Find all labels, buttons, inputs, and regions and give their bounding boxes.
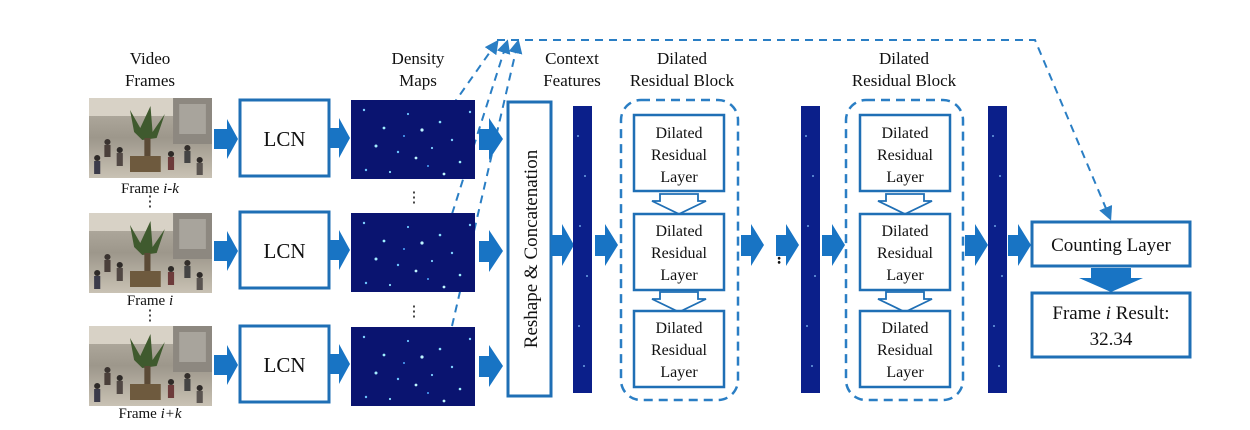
lcn-label-3: LCN [264,353,306,377]
dilated-block-2 [844,98,965,402]
block1-layer1-line1: Dilated [655,125,702,142]
block2-down-arrow-1 [877,193,933,215]
vertical-dots-frames-2: ⋮ [143,308,158,324]
arrow-frame-to-lcn-1 [214,119,238,159]
frame-i-label: Frame i [127,293,173,309]
video-frame-i [89,213,212,293]
arrow-context-to-block1 [595,224,618,266]
density-maps-heading-line2: Maps [399,71,437,90]
block1-down-arrow-1 [651,193,707,215]
arrow-block2-to-feature3 [965,224,988,266]
block2-layer2-line2: Residual [877,245,934,262]
block2-layer1-line2: Residual [877,147,934,164]
arrow-frame-to-lcn-3 [214,345,238,385]
lcn-box-3 [238,324,331,404]
block1-layer2-line3: Layer [660,267,698,284]
dilated-block2-heading-line2: Residual Block [852,71,957,90]
block1-layer1-line3: Layer [660,169,698,186]
block2-layer3-line3: Layer [886,364,924,381]
arrow-dots-to-feature2 [776,224,799,266]
dilated-block1-heading-line2: Residual Block [630,71,735,90]
density-map-ipk [351,327,475,406]
result-box [1030,291,1192,359]
arrow-density-to-reshape-2 [479,230,503,272]
block1-layer3-line3: Layer [660,364,698,381]
arrow-lcn-to-density-3 [330,344,350,384]
block2-layer3-line2: Residual [877,342,934,359]
block1-layer3-line1: Dilated [655,320,702,337]
arrow-lcn-to-density-1 [330,118,350,158]
block1-layer3-box [632,309,726,389]
dilated-block1-heading-line1: Dilated [657,49,708,68]
block1-layer3-line2: Residual [651,342,708,359]
density-maps-heading-line1: Density [392,49,445,68]
arrow-block1-to-dots [741,224,764,266]
block1-layer2-line2: Residual [651,245,708,262]
counting-layer-label: Counting Layer [1051,235,1171,256]
block2-layer2-line1: Dilated [881,223,928,240]
output-feature-bar [988,106,1007,393]
video-frame-ik [89,98,212,178]
lcn-box-2 [238,210,331,290]
video-frame-ipk [89,326,212,406]
vertical-dots-frames-1: ⋮ [143,194,158,210]
arrow-feature3-to-counting [1008,224,1031,266]
dashed-skip-connector [497,39,1113,221]
result-title: Frame i Result: [1052,303,1169,324]
arrow-density-to-reshape-3 [479,345,503,387]
arrow-counting-to-result [1079,268,1143,292]
arrow-density-to-reshape-1 [479,118,503,160]
vertical-dots-density-2: ⋮ [407,304,422,320]
intermediate-feature-bar [801,106,820,393]
dashed-skip-frame-i [451,39,511,215]
lcn-box-1 [238,98,331,178]
context-features-heading-line1: Context [545,49,599,68]
block1-layer2-line1: Dilated [655,223,702,240]
lcn-label-1: LCN [264,127,306,151]
block1-down-arrow-2 [651,291,707,313]
video-frames-heading-line2: Frames [125,71,175,90]
block2-layer3-line1: Dilated [881,320,928,337]
dilated-block2-heading-line1: Dilated [879,49,930,68]
frame-ipk-label: Frame i+k [118,406,181,422]
block2-layer1-line1: Dilated [881,125,928,142]
block1-layer1-box [632,113,726,193]
block2-down-arrow-2 [877,291,933,313]
arrow-reshape-to-context [551,224,574,266]
arrow-frame-to-lcn-2 [214,231,238,271]
density-map-i [351,213,475,292]
block2-layer1-box [858,113,952,193]
context-features-heading-line2: Features [543,71,601,90]
reshape-concat-label: Reshape & Concatenation [521,149,542,348]
video-frames-heading-line1: Video [130,49,171,68]
counting-layer-box [1030,220,1192,268]
dilated-block-1 [619,98,740,402]
block1-layer2-box [632,212,726,292]
block2-layer3-box [858,309,952,389]
dashed-skip-frame-ik [451,39,499,107]
context-feature-bar [573,106,592,393]
block2-layer1-line3: Layer [886,169,924,186]
result-value: 32.34 [1090,329,1133,350]
block2-layer2-box [858,212,952,292]
lcn-label-2: LCN [264,239,306,263]
block1-layer1-line2: Residual [651,147,708,164]
vertical-dots-density-1: ⋮ [407,190,422,206]
block2-layer2-line3: Layer [886,267,924,284]
frame-ik-label: Frame i-k [121,181,179,197]
arrow-feature2-to-block2 [822,224,845,266]
arrow-lcn-to-density-2 [330,230,350,270]
density-map-ik [351,100,475,179]
